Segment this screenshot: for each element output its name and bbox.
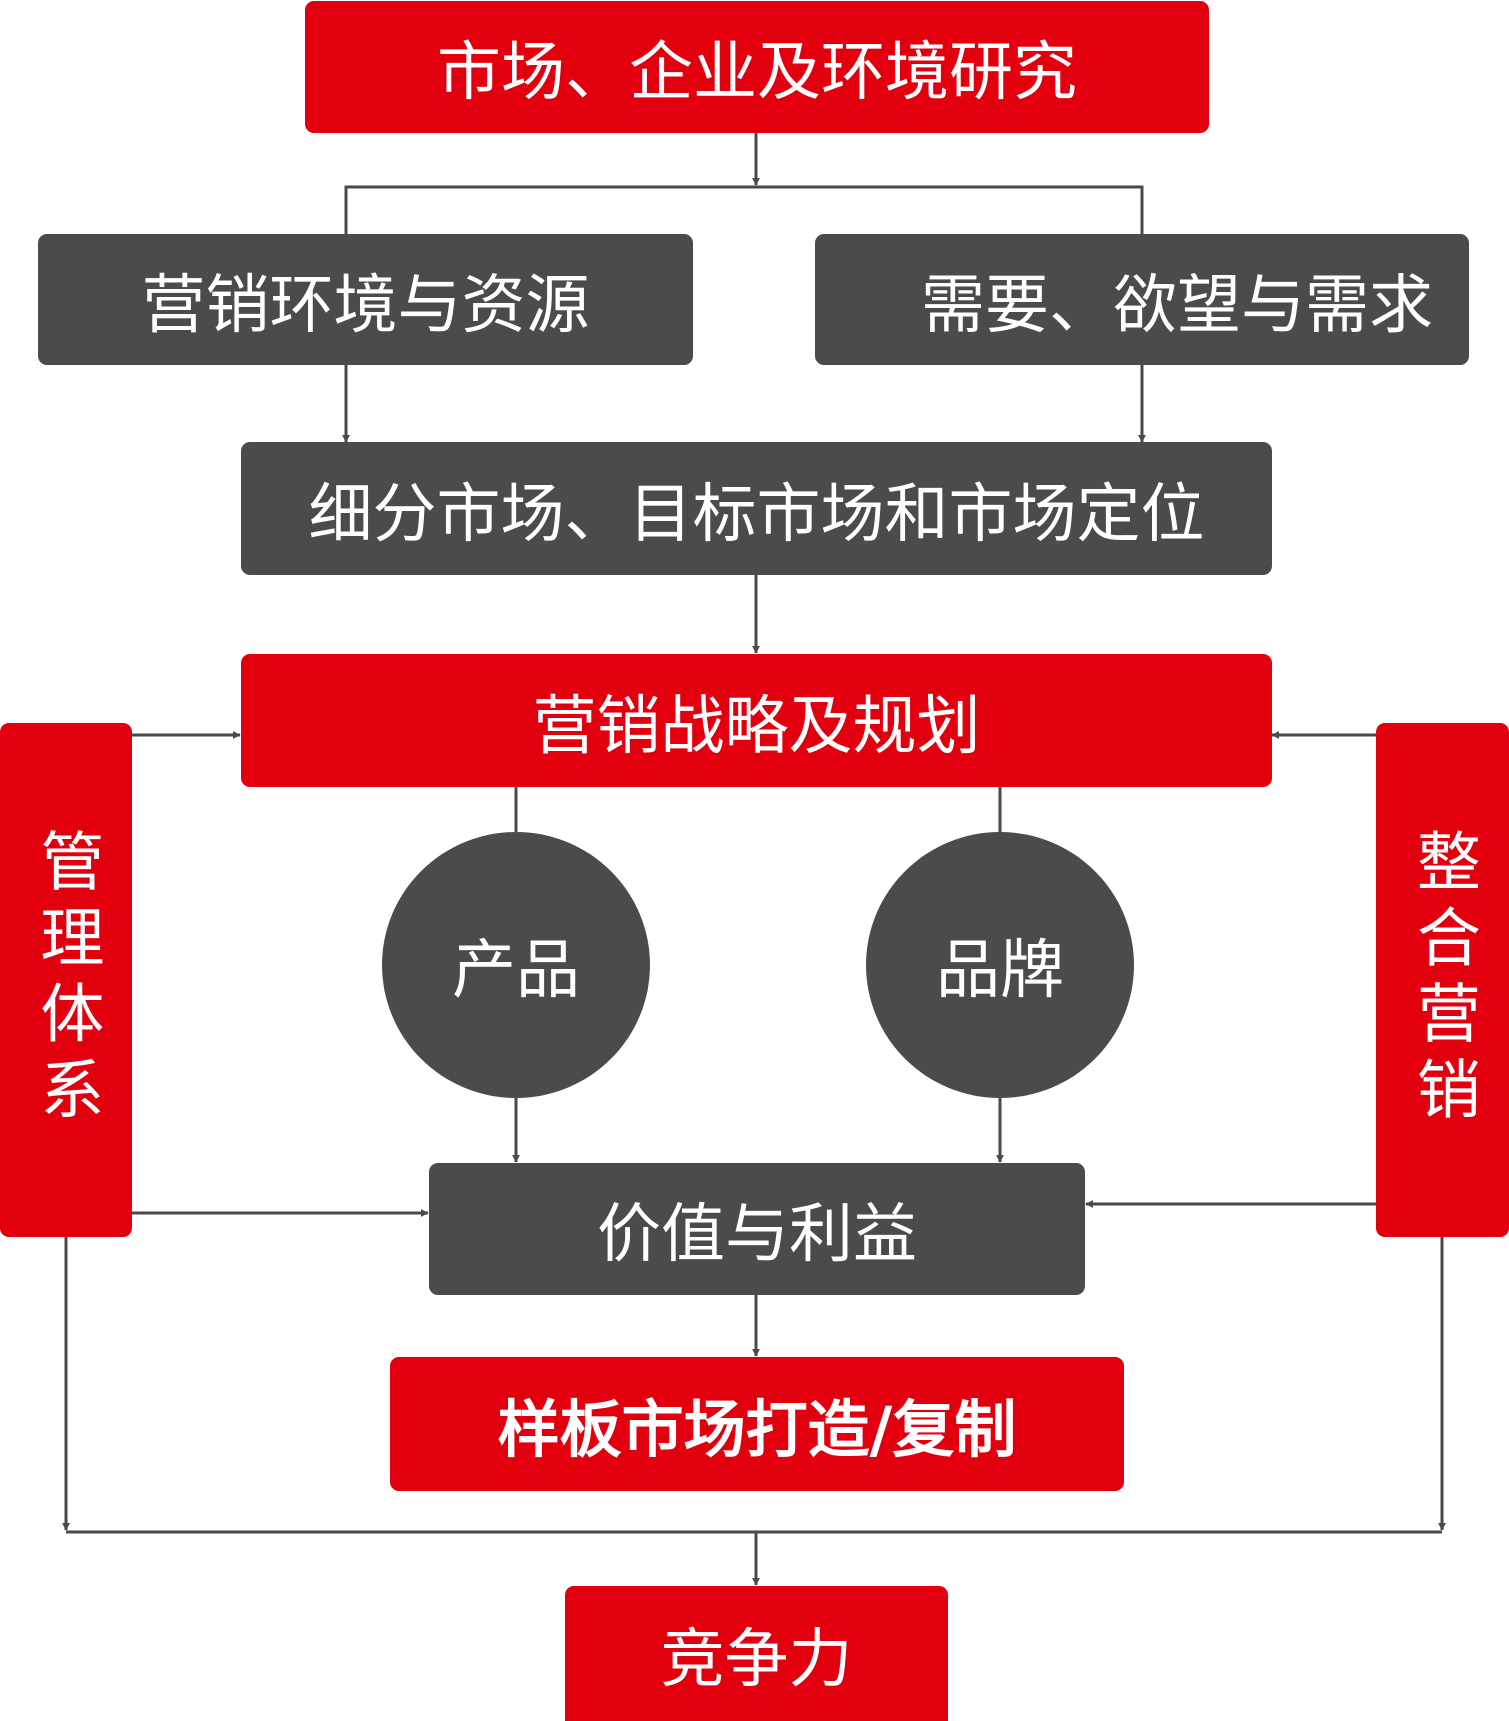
segmentation-label: 细分市场、目标市场和市场定位 [308,477,1205,552]
competitiveness-box: 竞争力 [565,1586,948,1721]
environment-box: 营销环境与资源 [38,234,693,365]
integrated-label: 整合营销 [1405,828,1480,1132]
value-label: 价值与利益 [597,1198,917,1272]
product-circle: 产品 [382,832,650,1098]
strategy-box: 营销战略及规划 [241,654,1272,787]
split-line-top [344,185,1144,234]
strategy-label: 营销战略及规划 [532,689,981,764]
environment-label: 营销环境与资源 [141,268,590,343]
brand-label: 品牌 [936,934,1064,1008]
competitiveness-label: 竞争力 [660,1622,853,1697]
model-market-box: 样板市场打造/复制 [390,1357,1124,1491]
needs-box: 需要、欲望与需求 [815,234,1469,365]
management-label: 管理体系 [29,828,104,1132]
model-market-label: 样板市场打造/复制 [497,1393,1017,1466]
research-label: 市场、企业及环境研究 [437,36,1077,110]
segmentation-box: 细分市场、目标市场和市场定位 [241,442,1272,575]
research-box: 市场、企业及环境研究 [305,1,1209,133]
needs-label: 需要、欲望与需求 [921,268,1433,343]
value-box: 价值与利益 [429,1163,1085,1295]
product-label: 产品 [452,934,580,1008]
management-bar: 管理体系 [0,723,132,1237]
brand-circle: 品牌 [866,832,1134,1098]
integrated-bar: 整合营销 [1376,723,1509,1237]
